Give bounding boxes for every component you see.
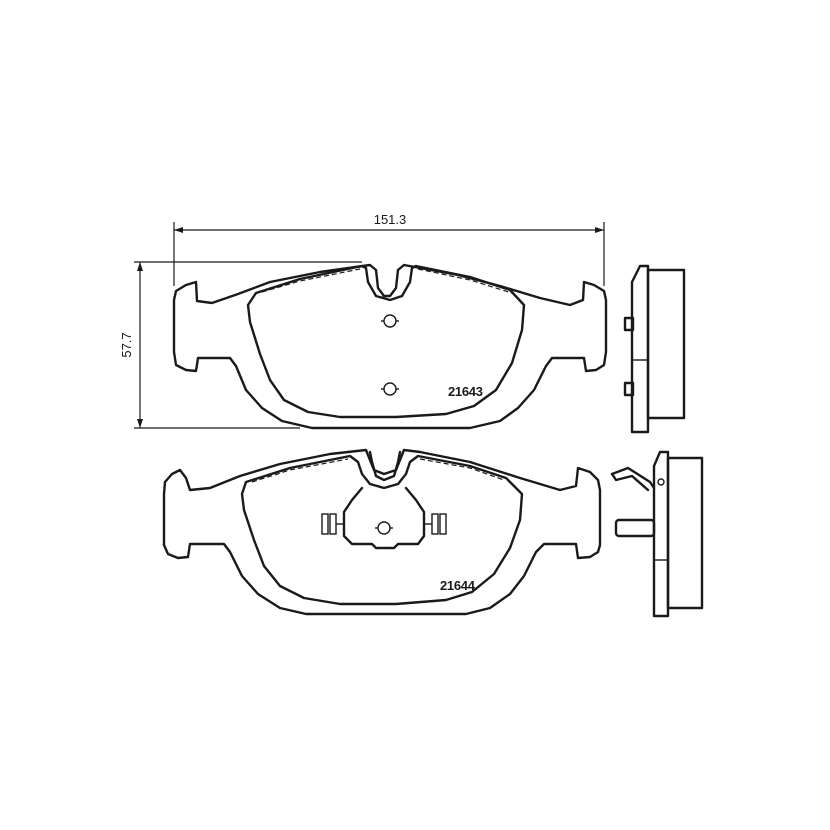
bottom-pad-backing-plate bbox=[162, 448, 602, 616]
top-pad-lower-clip-hole bbox=[383, 382, 397, 396]
bottom-pad-spring-clip bbox=[342, 450, 426, 550]
bottom-pad-side-view bbox=[610, 450, 704, 618]
top-pad-upper-clip-hole bbox=[383, 314, 397, 328]
top-pad-backing-plate bbox=[172, 263, 608, 430]
bottom-pad-part-number: 21644 bbox=[440, 578, 476, 593]
width-dimension-label: 151.3 bbox=[374, 212, 407, 227]
height-dimension-label: 57.7 bbox=[119, 332, 134, 357]
top-pad-front-view: 21643 bbox=[172, 263, 608, 430]
top-pad-friction-material bbox=[246, 264, 526, 419]
height-dimension: 57.7 bbox=[119, 261, 362, 429]
top-pad-side-view bbox=[623, 264, 686, 434]
bottom-pad-clip-hole bbox=[377, 521, 391, 535]
width-dimension: 151.3 bbox=[173, 212, 605, 286]
top-pad-part-number: 21643 bbox=[448, 384, 483, 399]
bottom-pad-front-view: 21644 bbox=[162, 448, 602, 616]
bottom-pad-friction-material bbox=[240, 454, 524, 606]
bottom-pad-sensor-plug bbox=[614, 518, 656, 538]
